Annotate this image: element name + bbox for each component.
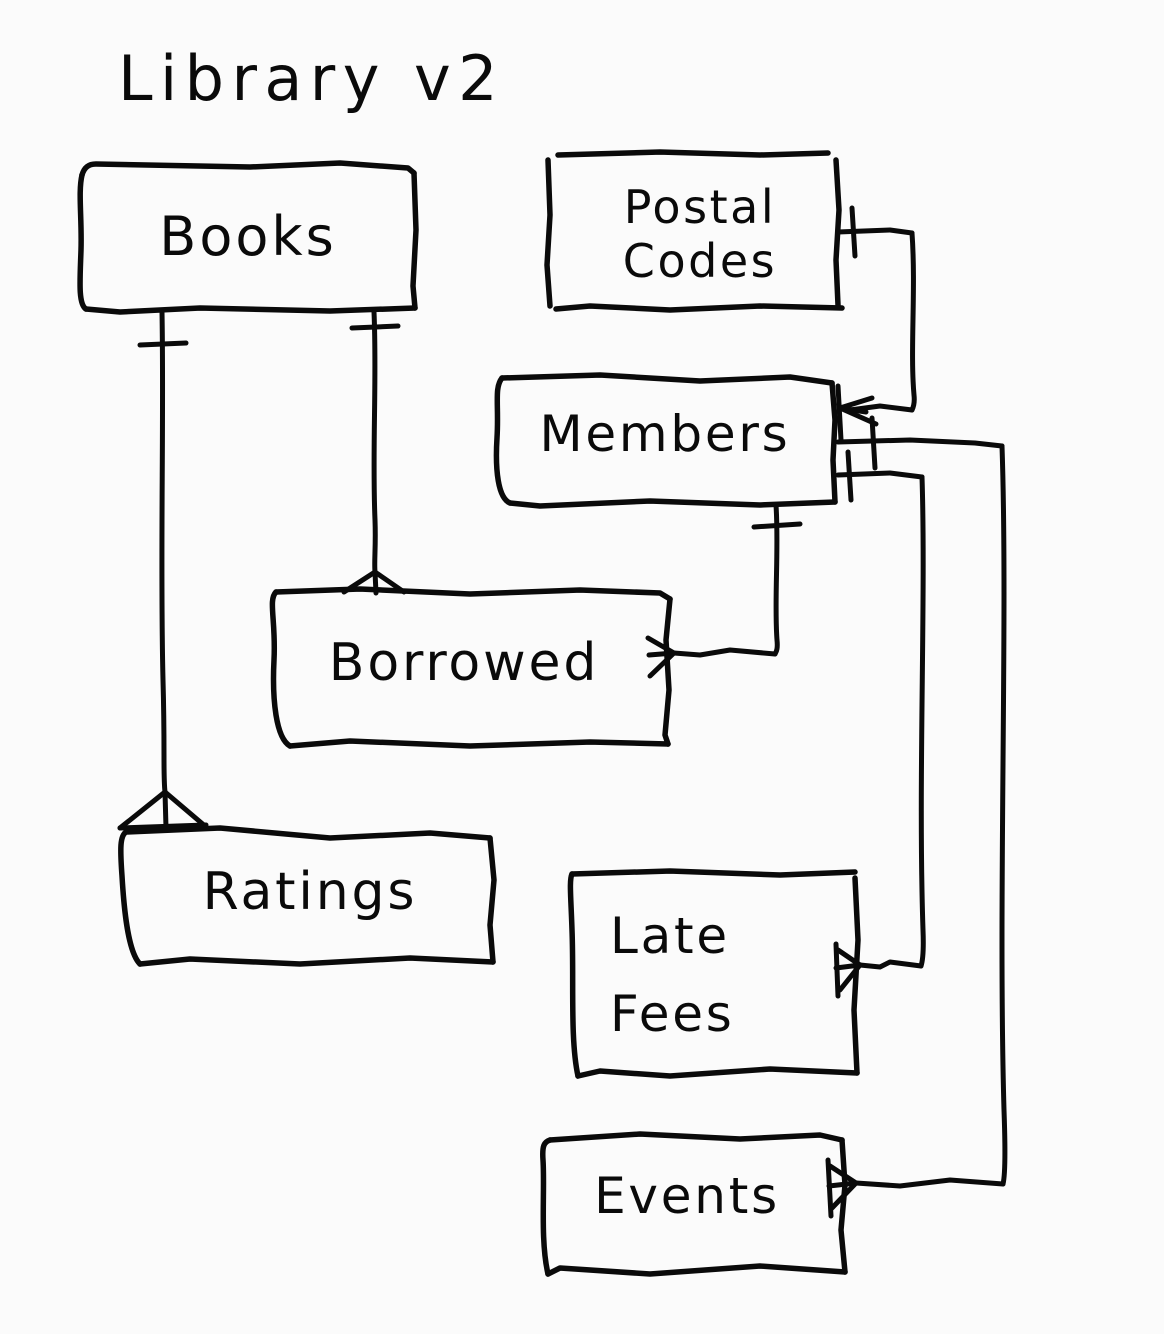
relationship-postalcodes-members[interactable] xyxy=(835,205,917,443)
entity-box-postal-codes[interactable] xyxy=(544,149,845,313)
relationship-members-borrowed[interactable] xyxy=(645,502,803,679)
entity-box-events[interactable] xyxy=(540,1131,848,1277)
relationship-members-events[interactable] xyxy=(825,415,1008,1219)
entity-box-members[interactable] xyxy=(493,372,838,509)
entity-box-late-fees[interactable] xyxy=(567,868,861,1079)
entity-box-borrowed[interactable] xyxy=(269,586,673,749)
relationship-books-ratings[interactable] xyxy=(117,309,209,831)
relationship-members-latefees[interactable] xyxy=(833,449,926,999)
relationship-books-borrowed[interactable] xyxy=(341,309,407,596)
entity-box-ratings[interactable] xyxy=(118,825,497,967)
entity-box-books[interactable] xyxy=(77,160,419,315)
